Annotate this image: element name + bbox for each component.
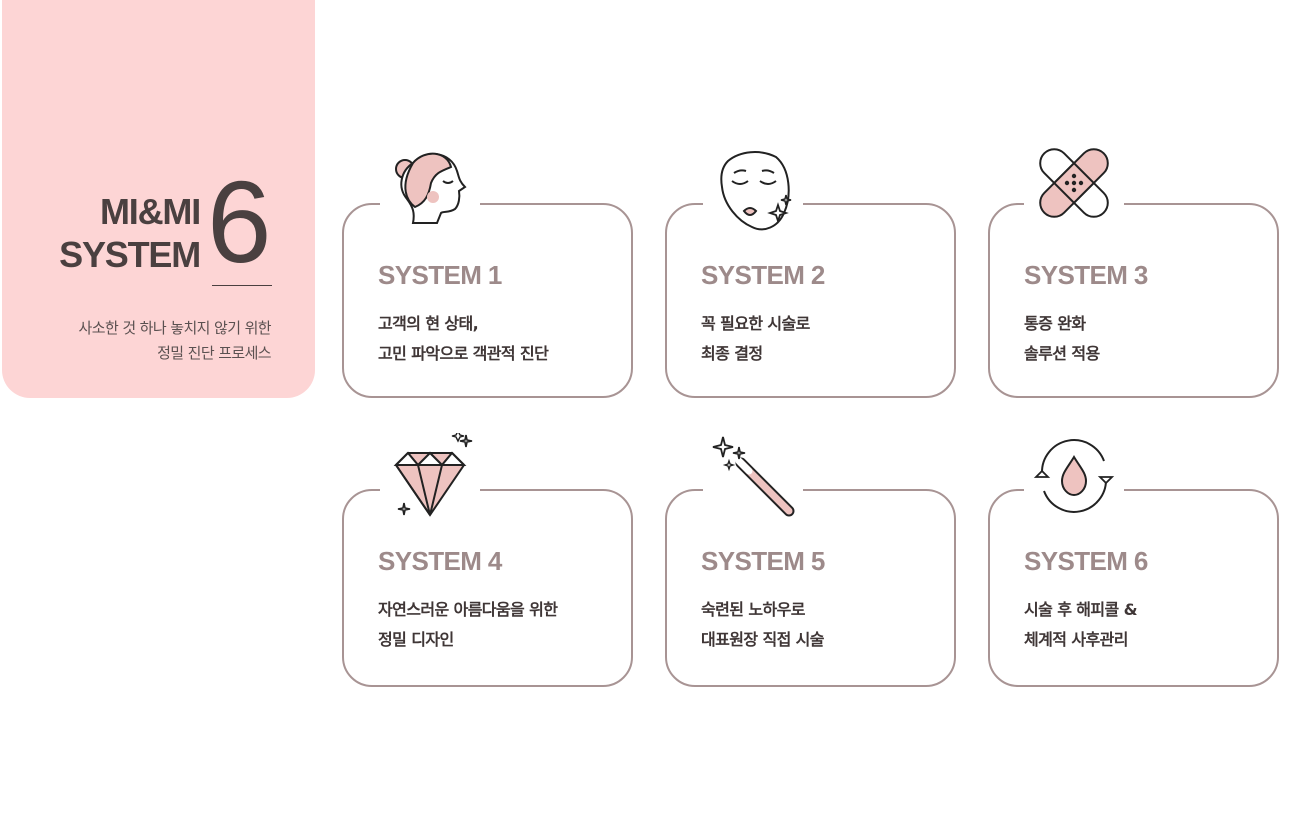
card-desc-line2: 솔루션 적용 [1024, 344, 1100, 363]
bandage-icon [1024, 147, 1124, 231]
card-description: 시술 후 해피콜 & 체계적 사후관리 [1024, 595, 1138, 655]
card-title: SYSTEM 1 [378, 260, 502, 290]
card-description: 통증 완화 솔루션 적용 [1024, 309, 1100, 369]
hero-subtitle-line2: 정밀 진단 프로세스 [157, 344, 272, 362]
card-title: SYSTEM 2 [701, 260, 825, 290]
card-desc-line2: 대표원장 직접 시술 [701, 630, 825, 649]
hero-subtitle-line1: 사소한 것 하나 놓치지 않기 위한 [78, 319, 272, 337]
card-description: 숙련된 노하우로 대표원장 직접 시술 [701, 595, 825, 655]
hero-title: MI&MI SYSTEM [59, 190, 201, 276]
hero-subtitle: 사소한 것 하나 놓치지 않기 위한 정밀 진단 프로세스 [78, 316, 272, 366]
system-card-6: SYSTEM 6 시술 후 해피콜 & 체계적 사후관리 [988, 433, 1279, 687]
card-desc-line2: 최종 결정 [701, 344, 763, 363]
card-title: SYSTEM 3 [1024, 260, 1148, 290]
system-card-1: SYSTEM 1 고객의 현 상태, 고민 파악으로 객관적 진단 [342, 147, 633, 398]
drop-cycle-icon [1024, 433, 1124, 517]
card-title: SYSTEM 5 [701, 546, 825, 576]
card-desc-line2: 고민 파악으로 객관적 진단 [378, 344, 549, 363]
hero-title-line2: SYSTEM [59, 234, 201, 275]
card-desc-line1: 시술 후 해피콜 & [1024, 600, 1138, 619]
system-card-4: SYSTEM 4 자연스러운 아름다움을 위한 정밀 디자인 [342, 433, 633, 687]
card-desc-line1: 꼭 필요한 시술로 [701, 314, 810, 333]
card-desc-line1: 고객의 현 상태, [378, 314, 479, 333]
card-desc-line2: 체계적 사후관리 [1024, 630, 1128, 649]
system-card-5: SYSTEM 5 숙련된 노하우로 대표원장 직접 시술 [665, 433, 956, 687]
hero-title-line1: MI&MI [100, 191, 201, 232]
hero-divider [212, 285, 272, 286]
card-desc-line1: 숙련된 노하우로 [701, 600, 805, 619]
magic-wand-icon [703, 433, 803, 517]
card-title: SYSTEM 4 [378, 546, 502, 576]
diamond-icon [380, 433, 480, 517]
card-desc-line2: 정밀 디자인 [378, 630, 454, 649]
card-desc-line1: 통증 완화 [1024, 314, 1086, 333]
system-card-2: SYSTEM 2 꼭 필요한 시술로 최종 결정 [665, 147, 956, 398]
card-desc-line1: 자연스러운 아름다움을 위한 [378, 600, 558, 619]
card-description: 고객의 현 상태, 고민 파악으로 객관적 진단 [378, 309, 549, 369]
hero-panel: MI&MI SYSTEM 6 사소한 것 하나 놓치지 않기 위한 정밀 진단 … [2, 0, 315, 398]
face-profile-icon [380, 147, 480, 231]
card-description: 자연스러운 아름다움을 위한 정밀 디자인 [378, 595, 558, 655]
card-description: 꼭 필요한 시술로 최종 결정 [701, 309, 810, 369]
hero-number: 6 [207, 157, 271, 287]
card-title: SYSTEM 6 [1024, 546, 1148, 576]
face-mask-icon [703, 147, 803, 231]
system-card-3: SYSTEM 3 통증 완화 솔루션 적용 [988, 147, 1279, 398]
